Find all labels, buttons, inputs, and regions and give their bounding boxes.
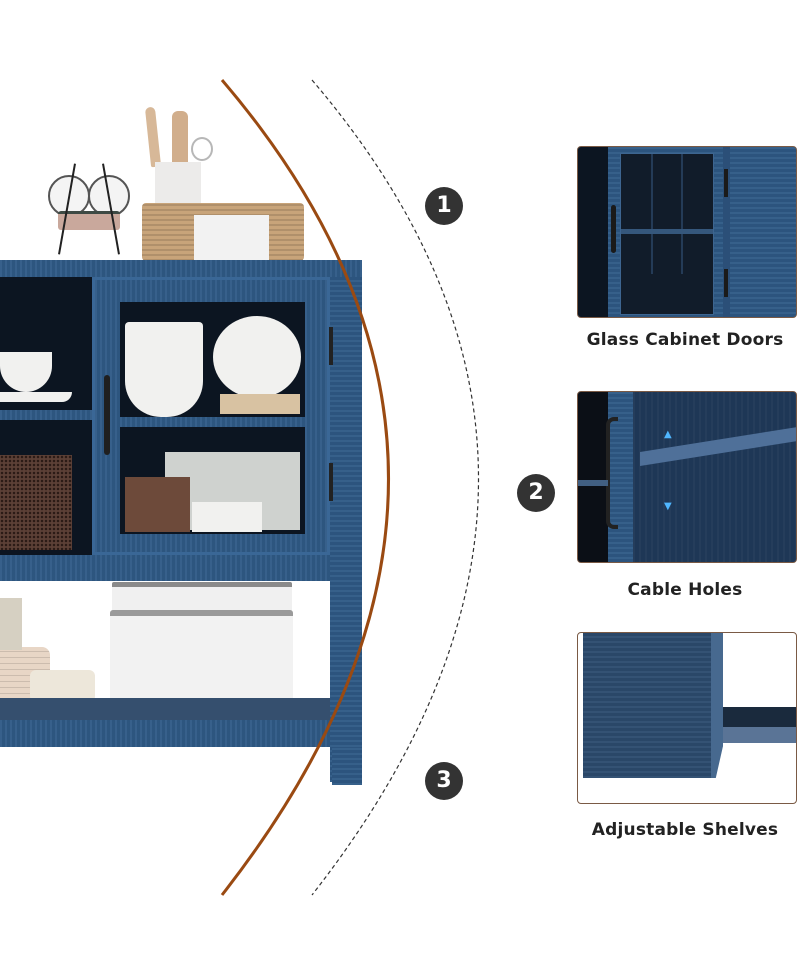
number-badge-3-icon: 3 bbox=[425, 762, 463, 800]
vase bbox=[0, 598, 22, 650]
feature-label-cable-holes: Cable Holes bbox=[627, 580, 743, 600]
cup-rack-decor bbox=[48, 163, 130, 258]
arrow-up-icon: ▲ bbox=[664, 429, 672, 440]
cabinet-top bbox=[0, 260, 362, 277]
feature-card-glass-doors bbox=[577, 146, 797, 318]
feature-card-cable-holes: ▲ ▼ bbox=[577, 391, 797, 563]
bottom-rail bbox=[0, 720, 330, 747]
number-badge-2-icon: 2 bbox=[517, 474, 555, 512]
wicker-basket-decor bbox=[142, 203, 304, 261]
bottom-shelf bbox=[0, 698, 330, 720]
utensil-holder-decor bbox=[144, 106, 215, 217]
feature-card-adjustable-shelves bbox=[577, 632, 797, 804]
cabinet-leg bbox=[332, 747, 362, 785]
cabinet-side-panel bbox=[330, 277, 362, 782]
dashed-arc bbox=[311, 79, 480, 896]
open-compartment bbox=[0, 277, 92, 555]
door-handle[interactable] bbox=[104, 375, 110, 455]
hinge-bottom bbox=[329, 463, 333, 501]
number-badge-1-icon: 1 bbox=[425, 187, 463, 225]
arrow-down-icon: ▼ bbox=[664, 501, 672, 512]
feature-label-glass-doors: Glass Cabinet Doors bbox=[586, 330, 784, 350]
feature-label-adjustable-shelves: Adjustable Shelves bbox=[591, 820, 779, 840]
door-handle-icon bbox=[606, 417, 618, 529]
middle-rail bbox=[0, 555, 330, 581]
brown-arc bbox=[220, 79, 390, 896]
hinge-top bbox=[329, 327, 333, 365]
glass-door bbox=[92, 277, 330, 555]
product-image bbox=[0, 95, 365, 785]
door-handle-icon bbox=[611, 205, 616, 253]
